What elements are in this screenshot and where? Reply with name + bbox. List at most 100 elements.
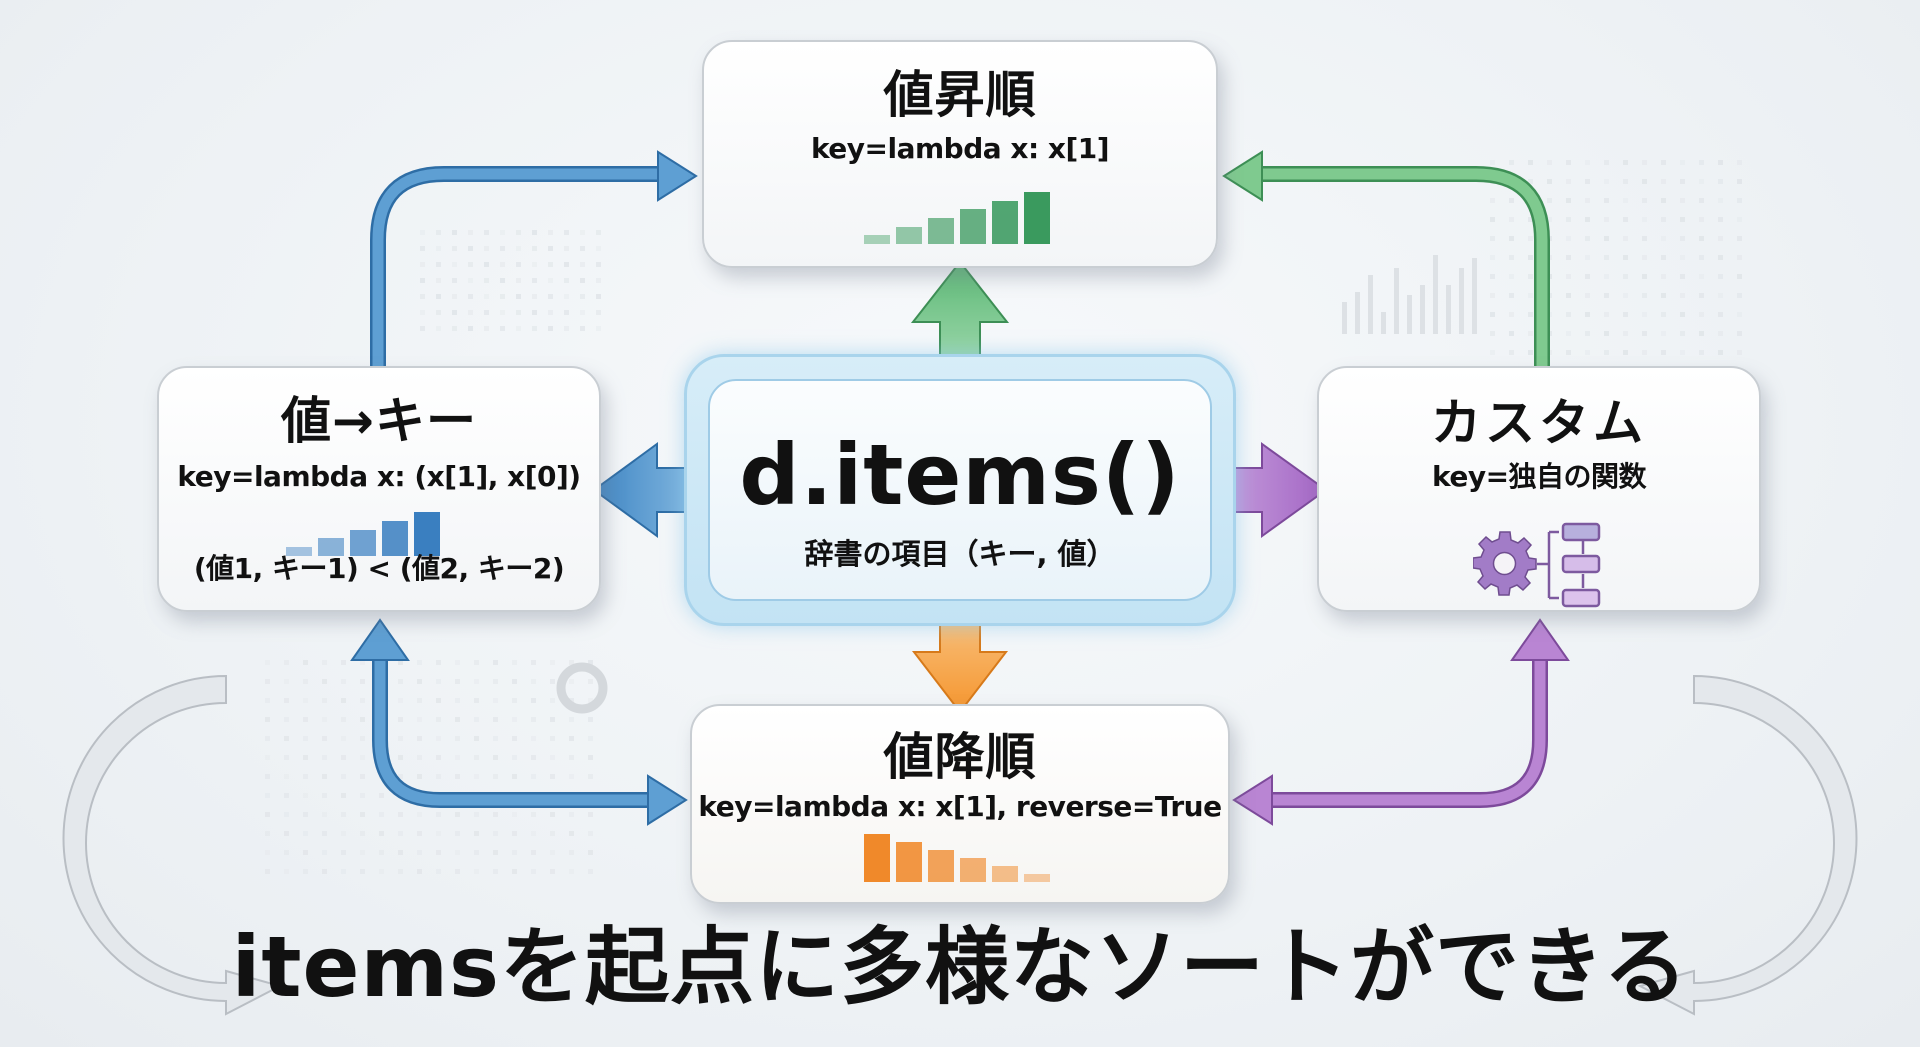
dot bbox=[596, 310, 601, 315]
dot bbox=[1623, 331, 1628, 336]
dot bbox=[1528, 179, 1533, 184]
dot bbox=[1566, 350, 1571, 355]
dot bbox=[436, 812, 441, 817]
dot bbox=[417, 679, 422, 684]
dot bbox=[265, 774, 270, 779]
dot bbox=[1490, 198, 1495, 203]
dot bbox=[564, 310, 569, 315]
dot bbox=[512, 812, 517, 817]
card-note: (値1, キー1) < (値2, キー2) bbox=[193, 552, 565, 585]
center-subtitle: 辞書の項目（キー, 値） bbox=[804, 537, 1116, 571]
dot bbox=[398, 736, 403, 741]
dot bbox=[379, 869, 384, 874]
dot bbox=[532, 246, 537, 251]
dot bbox=[1623, 236, 1628, 241]
dot bbox=[1680, 198, 1685, 203]
card-title: カスタム bbox=[1431, 394, 1647, 452]
dot bbox=[1509, 331, 1514, 336]
dot bbox=[1528, 312, 1533, 317]
bar bbox=[960, 209, 986, 244]
dot bbox=[322, 793, 327, 798]
dot bbox=[1642, 331, 1647, 336]
dot bbox=[398, 831, 403, 836]
dot bbox=[1623, 179, 1628, 184]
dot bbox=[516, 262, 521, 267]
dot bbox=[569, 736, 574, 741]
dot bbox=[531, 660, 536, 665]
dot bbox=[1509, 350, 1514, 355]
dot bbox=[303, 698, 308, 703]
dot bbox=[1680, 179, 1685, 184]
dot bbox=[564, 230, 569, 235]
dot bbox=[531, 831, 536, 836]
loop-arrow-right bbox=[1637, 674, 1858, 1016]
dot bbox=[516, 230, 521, 235]
dot bbox=[420, 310, 425, 315]
dot bbox=[1737, 198, 1742, 203]
dot bbox=[322, 812, 327, 817]
dot bbox=[1718, 312, 1723, 317]
dot bbox=[303, 850, 308, 855]
dot bbox=[1642, 160, 1647, 165]
dot bbox=[1661, 217, 1666, 222]
dot bbox=[1490, 293, 1495, 298]
dot bbox=[1737, 312, 1742, 317]
dot bbox=[1642, 274, 1647, 279]
dot bbox=[1737, 160, 1742, 165]
dot bbox=[468, 294, 473, 299]
dot bbox=[398, 850, 403, 855]
dot bbox=[1737, 350, 1742, 355]
card-title: 値→キー bbox=[281, 392, 477, 450]
card-custom: カスタム key=独自の関数 bbox=[1317, 366, 1761, 612]
dot bbox=[1737, 293, 1742, 298]
dot bbox=[1623, 198, 1628, 203]
loop-arrow-left bbox=[62, 674, 283, 1016]
dot bbox=[284, 793, 289, 798]
dot bbox=[569, 850, 574, 855]
dot bbox=[1718, 293, 1723, 298]
dot bbox=[1623, 160, 1628, 165]
dot bbox=[484, 326, 489, 331]
dot bbox=[1585, 179, 1590, 184]
dot bbox=[493, 717, 498, 722]
dot bbox=[455, 698, 460, 703]
card-code: key=lambda x: (x[1], x[0]) bbox=[177, 460, 581, 493]
dot bbox=[474, 774, 479, 779]
dot bbox=[1661, 293, 1666, 298]
dot bbox=[550, 774, 555, 779]
dot bbox=[588, 717, 593, 722]
dot bbox=[1547, 179, 1552, 184]
dot bbox=[1623, 293, 1628, 298]
dot bbox=[1661, 179, 1666, 184]
dot bbox=[303, 660, 308, 665]
dot bbox=[398, 774, 403, 779]
dot bbox=[580, 262, 585, 267]
dot bbox=[360, 736, 365, 741]
dot bbox=[1699, 179, 1704, 184]
dot bbox=[1566, 179, 1571, 184]
dot bbox=[1528, 274, 1533, 279]
arrow-value-key-to-ascending bbox=[370, 150, 698, 366]
dot bbox=[1547, 198, 1552, 203]
dot bbox=[265, 698, 270, 703]
dot bbox=[436, 736, 441, 741]
dot bbox=[468, 246, 473, 251]
dot bbox=[493, 736, 498, 741]
dot bbox=[1528, 350, 1533, 355]
dot bbox=[1623, 255, 1628, 260]
dot bbox=[580, 278, 585, 283]
dot bbox=[564, 246, 569, 251]
dot bbox=[550, 869, 555, 874]
dot bbox=[1566, 255, 1571, 260]
dot bbox=[1604, 350, 1609, 355]
dot bbox=[468, 310, 473, 315]
value-key-bars-icon bbox=[286, 508, 440, 556]
dot bbox=[500, 278, 505, 283]
card-code: key=lambda x: x[1], reverse=True bbox=[698, 790, 1222, 823]
bar bbox=[318, 538, 344, 556]
dot bbox=[512, 736, 517, 741]
dot bbox=[420, 294, 425, 299]
dot bbox=[1623, 350, 1628, 355]
dot bbox=[455, 717, 460, 722]
